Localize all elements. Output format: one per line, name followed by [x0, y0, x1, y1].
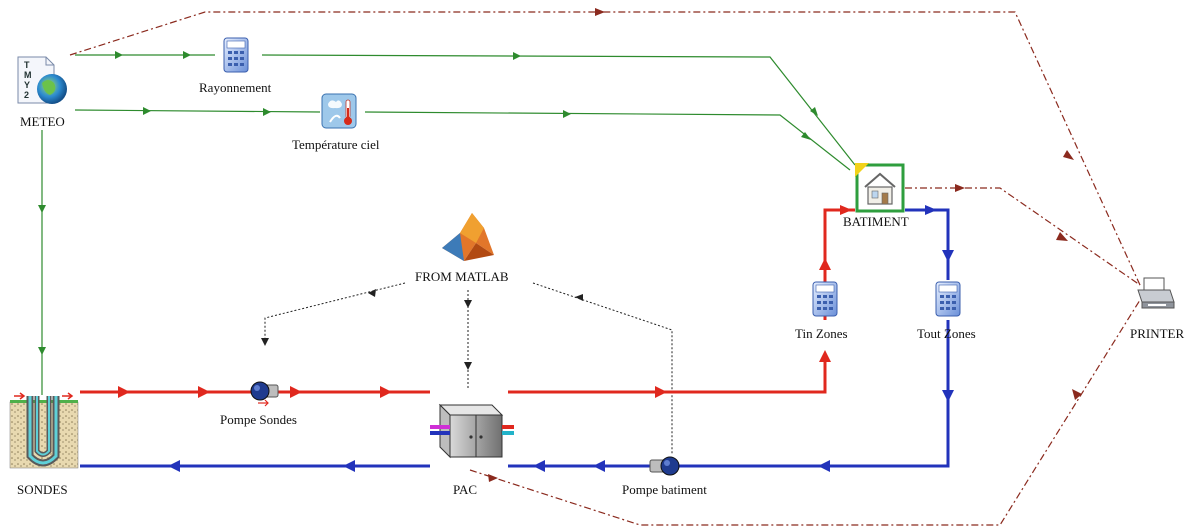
meteo-icon-letter: M [24, 70, 32, 80]
pump-batiment-icon[interactable] [649, 456, 680, 476]
cold-loop-arrows [168, 205, 954, 472]
batiment-label: BATIMENT [843, 214, 909, 229]
meteo-icon-letter: 2 [24, 90, 29, 100]
printer-label: PRINTER [1130, 326, 1185, 341]
building-icon[interactable] [855, 163, 905, 213]
meteo-icon-letter: T [24, 60, 30, 70]
control-link-arrows [261, 289, 583, 370]
sondes-label: SONDES [17, 482, 68, 497]
pompe-sondes-label: Pompe Sondes [220, 412, 297, 427]
tin-zones-calculator-icon[interactable] [812, 281, 838, 317]
from-matlab-label: FROM MATLAB [415, 269, 509, 284]
link-pac-printer [469, 299, 1141, 526]
tout-zones-calculator-icon[interactable] [935, 281, 961, 317]
sky-temperature-icon[interactable] [321, 93, 357, 129]
output-link-arrows [488, 8, 1082, 482]
printer-icon[interactable] [1137, 277, 1175, 309]
tout-zones-label: Tout Zones [917, 326, 976, 341]
matlab-icon[interactable] [442, 213, 494, 261]
meteo-label: METEO [20, 114, 65, 129]
meteo-icon[interactable]: T M Y 2 [17, 56, 67, 104]
tin-zones-label: Tin Zones [795, 326, 848, 341]
output-links [69, 11, 1141, 526]
weather-link-arrows [38, 51, 818, 355]
pac-label: PAC [453, 482, 478, 497]
rayonnement-calculator-icon[interactable] [223, 37, 249, 73]
temperature-ciel-label: Température ciel [292, 137, 380, 152]
link-batiment-printer [905, 187, 1141, 286]
ground-probe-icon[interactable] [9, 392, 79, 469]
meteo-icon-letter: Y [24, 80, 30, 90]
weather-links [41, 54, 856, 395]
heat-pump-icon[interactable] [430, 403, 514, 459]
rayonnement-label: Rayonnement [199, 80, 272, 95]
hot-loop-arrows [118, 205, 852, 398]
link-meteo-printer [69, 11, 1141, 286]
pump-sondes-icon[interactable] [250, 381, 279, 407]
pompe-batiment-label: Pompe batiment [622, 482, 707, 497]
